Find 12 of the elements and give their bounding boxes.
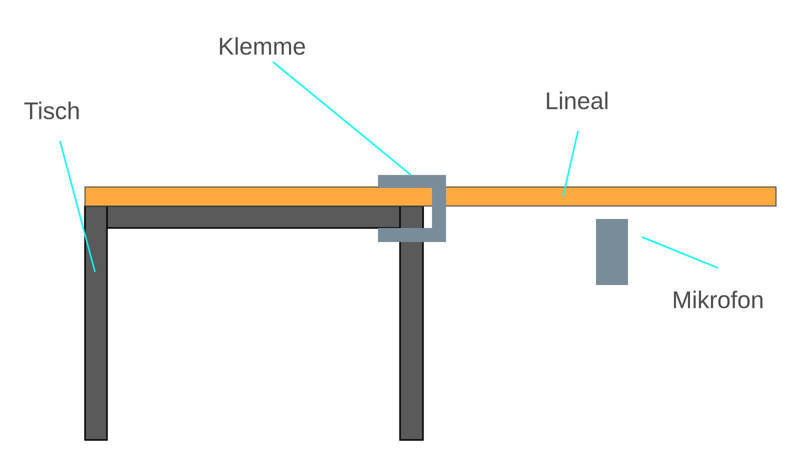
leader-line bbox=[272, 61, 412, 176]
part-label: Mikrofon bbox=[674, 290, 762, 308]
table-drawing bbox=[84, 205, 424, 441]
ruler bbox=[84, 186, 776, 206]
leader-line bbox=[562, 130, 579, 198]
leader-line bbox=[59, 140, 96, 272]
microphone bbox=[596, 219, 628, 285]
part-label: Lineal bbox=[546, 92, 608, 110]
part-label: Tisch bbox=[24, 102, 79, 120]
part-label: Klemme bbox=[220, 37, 305, 55]
clamp bbox=[378, 175, 446, 242]
leader-line bbox=[642, 236, 718, 269]
